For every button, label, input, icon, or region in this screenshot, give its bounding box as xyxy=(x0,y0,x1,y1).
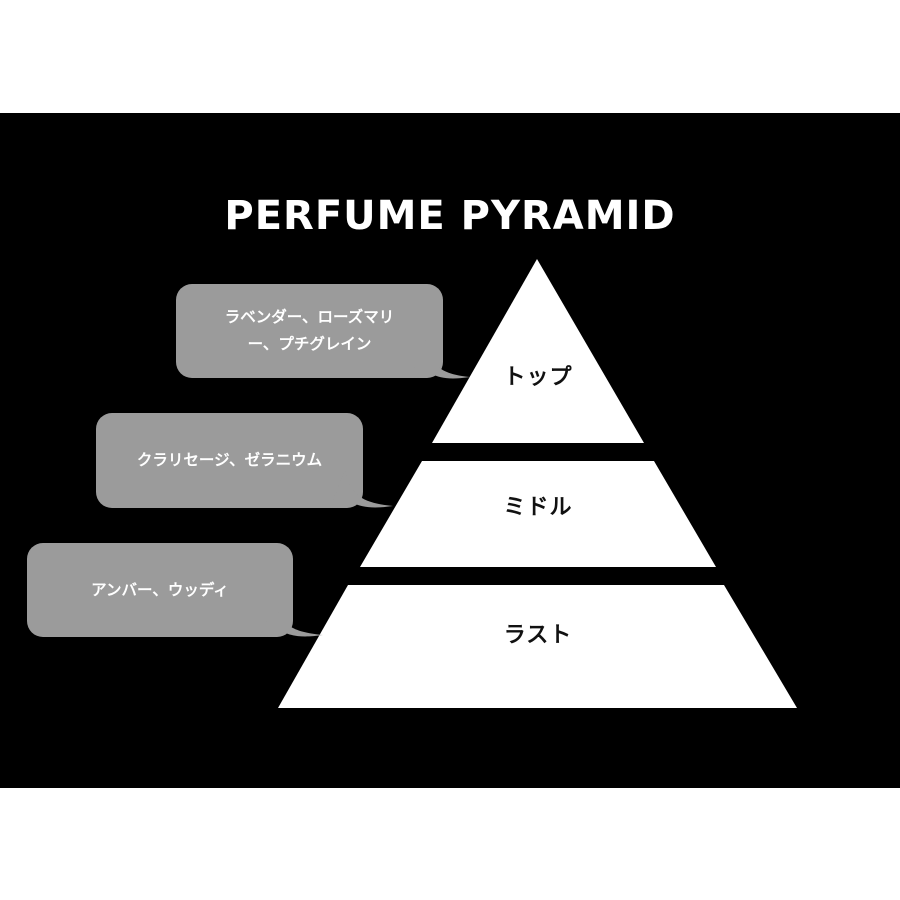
pyramid-tier-middle xyxy=(360,461,716,567)
tier-label-middle: ミドル xyxy=(503,495,573,520)
pyramid-tier-base xyxy=(278,585,797,708)
speech-bubble-top-text: ラベンダー、ローズマリ ー、プチグレイン xyxy=(176,284,443,378)
bubble-top-line-2: ー、プチグレイン xyxy=(247,335,372,353)
bubble-base-line-1: アンバー、ウッディ xyxy=(91,580,229,599)
diagram-title: PERFUME PYRAMID xyxy=(224,193,676,239)
pyramid-tier-top xyxy=(432,259,644,443)
tier-label-top: トップ xyxy=(503,365,573,390)
speech-bubble-base-text: アンバー、ウッディ xyxy=(27,543,293,637)
bubble-middle-line-1: クラリセージ、ゼラニウム xyxy=(136,451,323,469)
tier-label-base: ラスト xyxy=(503,623,573,648)
speech-bubble-middle-text: クラリセージ、ゼラニウム xyxy=(96,413,363,508)
speech-bubble-base xyxy=(27,543,323,637)
speech-bubble-top xyxy=(176,284,470,379)
bubble-top-line-1: ラベンダー、ローズマリ xyxy=(224,308,395,326)
speech-bubble-middle xyxy=(96,413,393,508)
